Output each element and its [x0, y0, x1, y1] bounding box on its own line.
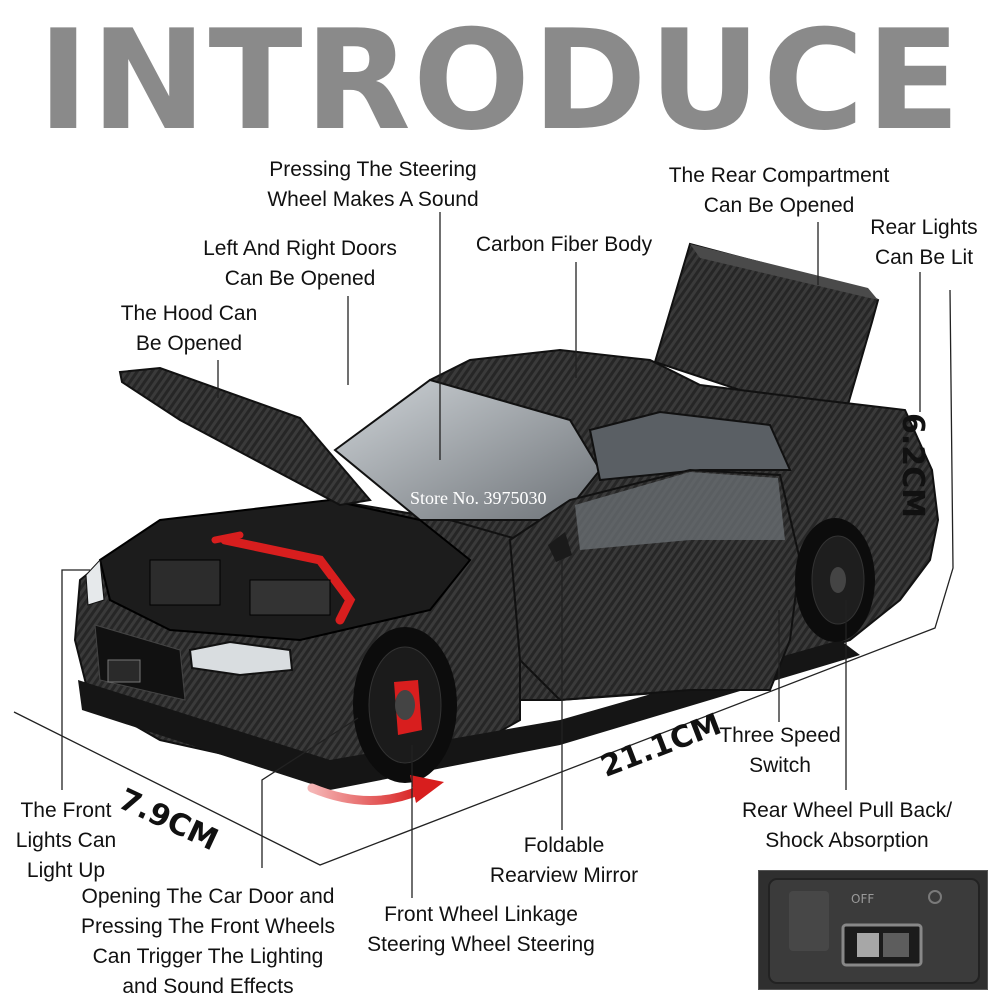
label-line: Carbon Fiber Body	[475, 233, 653, 256]
label-line: The Hood Can	[120, 302, 258, 325]
label-line: Foldable	[523, 834, 605, 857]
label-door-trigger: Opening The Car Door and Pressing The Fr…	[58, 882, 358, 1002]
label-line: Left And Right Doors	[203, 237, 397, 260]
label-front-lights: The Front Lights Can Light Up	[4, 796, 128, 886]
page-title: INTRODUCE	[37, 0, 963, 161]
store-watermark: Store No. 3975030	[410, 488, 547, 508]
label-line: Switch	[749, 754, 811, 777]
label-line: Rearview Mirror	[489, 864, 639, 887]
leader-lines	[61, 212, 921, 898]
label-front-linkage: Front Wheel Linkage Steering Wheel Steer…	[346, 900, 616, 960]
label-line: Can Trigger The Lighting	[92, 945, 324, 968]
label-line: Front Wheel Linkage	[384, 903, 578, 926]
label-line: Pressing The Front Wheels	[80, 915, 336, 938]
car-body	[73, 348, 940, 790]
label-line: The Rear Compartment	[668, 164, 890, 187]
switch-inset-photo: OFF	[758, 870, 988, 990]
rotation-arrow	[307, 775, 444, 805]
label-line: Opening The Car Door and	[81, 885, 335, 908]
label-line: Shock Absorption	[765, 829, 929, 852]
label-doors: Left And Right Doors Can Be Opened	[186, 234, 414, 294]
label-mirror: Foldable Rearview Mirror	[474, 831, 654, 891]
label-line: Steering Wheel Steering	[367, 933, 595, 956]
rear-wheel	[795, 518, 875, 642]
label-line: Light Up	[26, 859, 106, 882]
label-line: Rear Wheel Pull Back/	[741, 799, 953, 822]
label-line: Wheel Makes A Sound	[267, 188, 479, 211]
label-line: Lights Can	[15, 829, 117, 852]
front-wheel	[353, 627, 457, 783]
label-line: Three Speed	[719, 724, 841, 747]
dimension-lines	[13, 289, 954, 866]
label-line: Can Be Opened	[224, 267, 376, 290]
label-line: The Front	[20, 799, 112, 822]
height-dimension: 6.2CM	[895, 413, 930, 518]
label-hood: The Hood Can Be Opened	[108, 299, 270, 359]
label-line: Pressing The Steering	[269, 158, 477, 181]
label-rear-compartment: The Rear Compartment Can Be Opened	[648, 161, 910, 221]
label-line: Can Be Lit	[874, 246, 974, 269]
label-rear-lights: Rear Lights Can Be Lit	[858, 213, 990, 273]
label-line: Be Opened	[135, 332, 243, 355]
height-value: 6.2CM	[895, 413, 930, 519]
label-line: Rear Lights	[870, 216, 978, 239]
switch-closeup: OFF	[759, 871, 987, 989]
label-steering-sound: Pressing The Steering Wheel Makes A Soun…	[248, 155, 498, 215]
rear-spoiler	[653, 242, 880, 427]
switch-off-marking: OFF	[851, 892, 874, 906]
label-carbon-body: Carbon Fiber Body	[458, 230, 670, 260]
label-pull-back: Rear Wheel Pull Back/ Shock Absorption	[722, 796, 972, 856]
label-line: Can Be Opened	[703, 194, 855, 217]
label-three-speed: Three Speed Switch	[706, 721, 854, 781]
label-line: and Sound Effects	[122, 975, 294, 998]
